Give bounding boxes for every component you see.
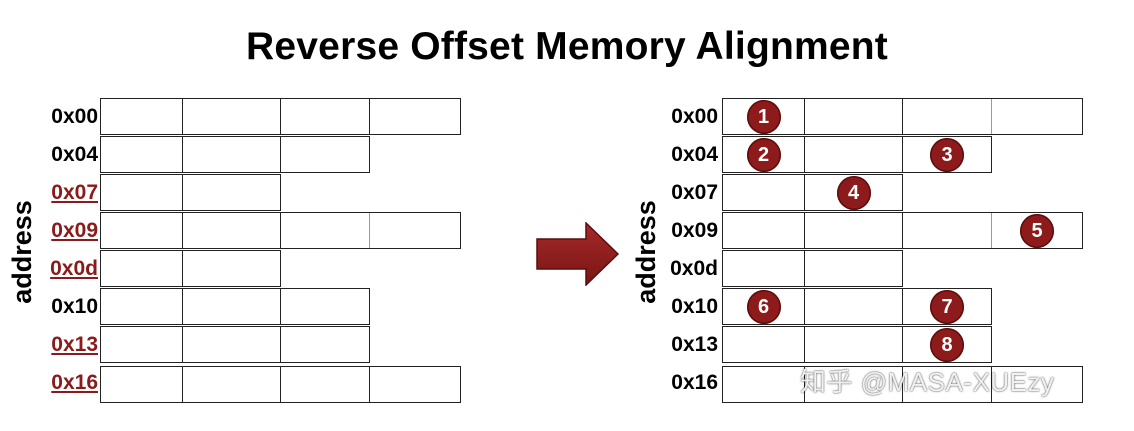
memory-cell — [805, 367, 903, 402]
memory-cell: 8 — [903, 327, 991, 362]
memory-cell — [281, 367, 370, 402]
memory-cell — [281, 137, 369, 172]
memory-cell: 1 — [723, 99, 805, 134]
memory-cell — [805, 289, 903, 324]
memory-row: 5 — [722, 212, 1083, 249]
order-badge: 1 — [746, 99, 781, 134]
left-address-label: 0x07 — [51, 181, 98, 204]
left-address-label: 0x16 — [51, 371, 98, 394]
memory-cell — [805, 213, 903, 248]
left-axis-label: address — [7, 200, 37, 304]
memory-row: 1 — [722, 98, 1083, 135]
memory-row — [100, 136, 370, 173]
memory-cell — [101, 251, 183, 286]
right-address-label: 0x10 — [671, 295, 718, 318]
memory-cell — [281, 213, 370, 248]
memory-cell: 5 — [992, 213, 1082, 248]
watermark: 知乎 @MASA-XUEzy — [800, 367, 1055, 397]
memory-cell — [723, 213, 805, 248]
right-address-label: 0x07 — [671, 181, 718, 204]
left-address-label: 0x10 — [51, 295, 98, 318]
memory-cell — [101, 289, 183, 324]
memory-cell: 7 — [903, 289, 991, 324]
memory-cell: 4 — [805, 175, 902, 210]
memory-cell — [805, 327, 903, 362]
order-badge: 5 — [1020, 213, 1054, 248]
memory-cell — [183, 367, 281, 402]
memory-cell — [723, 327, 805, 362]
memory-row — [100, 250, 281, 287]
memory-cell — [992, 99, 1082, 134]
memory-cell — [903, 213, 992, 248]
right-address-label: 0x04 — [671, 143, 718, 166]
right-address-label: 0x09 — [671, 219, 718, 242]
memory-cell — [805, 99, 903, 134]
right-address-label: 0x00 — [671, 105, 718, 128]
memory-cell — [183, 213, 281, 248]
diagram-title: Reverse Offset Memory Alignment — [246, 25, 888, 68]
memory-row — [100, 212, 461, 249]
memory-cell — [101, 137, 183, 172]
memory-cell — [101, 213, 183, 248]
memory-cell — [370, 99, 460, 134]
memory-cell — [903, 99, 992, 134]
memory-cell — [183, 137, 281, 172]
memory-cell — [183, 327, 281, 362]
order-badge: 4 — [836, 175, 871, 210]
left-address-label: 0x0d — [50, 257, 98, 280]
memory-cell — [723, 251, 805, 286]
memory-cell — [281, 327, 369, 362]
memory-cell — [370, 367, 460, 402]
memory-cell — [183, 251, 280, 286]
memory-cell — [281, 289, 369, 324]
memory-cell: 2 — [723, 137, 805, 172]
memory-cell — [183, 99, 281, 134]
order-badge: 3 — [930, 137, 964, 172]
memory-row: 6 7 — [722, 288, 992, 325]
right-address-label: 0x13 — [671, 333, 718, 356]
left-address-label: 0x13 — [51, 333, 98, 356]
memory-cell — [805, 137, 903, 172]
memory-row — [100, 288, 370, 325]
memory-cell — [805, 251, 902, 286]
right-address-label: 0x0d — [670, 257, 718, 280]
right-arrow-icon — [536, 222, 620, 286]
memory-row — [100, 98, 461, 135]
right-address-label: 0x16 — [671, 371, 718, 394]
left-address-label: 0x09 — [51, 219, 98, 242]
memory-cell — [903, 367, 992, 402]
order-badge: 7 — [930, 289, 964, 324]
memory-cell — [281, 99, 370, 134]
memory-cell — [101, 175, 183, 210]
memory-cell — [183, 289, 281, 324]
left-address-label: 0x04 — [51, 143, 98, 166]
memory-cell — [723, 367, 805, 402]
memory-row — [722, 366, 1083, 403]
order-badge: 6 — [746, 289, 781, 324]
memory-cell: 6 — [723, 289, 805, 324]
memory-row: 2 3 — [722, 136, 992, 173]
memory-row — [100, 326, 370, 363]
left-address-label: 0x00 — [51, 105, 98, 128]
memory-cell: 3 — [903, 137, 991, 172]
memory-row — [722, 250, 903, 287]
memory-cell — [370, 213, 460, 248]
memory-row — [100, 366, 461, 403]
order-badge: 2 — [746, 137, 781, 172]
memory-row: 8 — [722, 326, 992, 363]
memory-cell — [183, 175, 280, 210]
memory-cell — [101, 367, 183, 402]
memory-cell — [101, 327, 183, 362]
order-badge: 8 — [930, 327, 964, 362]
memory-row — [100, 174, 281, 211]
memory-cell — [101, 99, 183, 134]
memory-row: 4 — [722, 174, 903, 211]
memory-cell — [723, 175, 805, 210]
